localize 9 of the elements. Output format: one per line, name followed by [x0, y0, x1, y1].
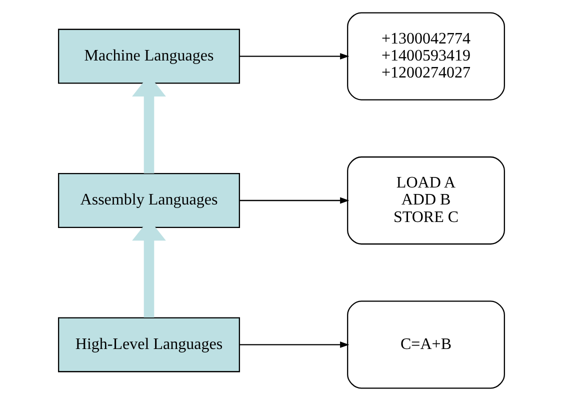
node-box: LOAD A ADD B STORE C — [347, 156, 505, 245]
node-box: High-Level Languages — [58, 317, 240, 372]
node-box: +1300042774 +1400593419 +1200274027 — [347, 12, 505, 100]
node-box: Machine Languages — [58, 28, 240, 84]
arrow — [240, 197, 350, 204]
node-box: C=A+B — [347, 300, 505, 389]
arrow — [240, 342, 350, 348]
arrow — [240, 53, 350, 60]
node-box: Assembly Languages — [58, 173, 240, 228]
